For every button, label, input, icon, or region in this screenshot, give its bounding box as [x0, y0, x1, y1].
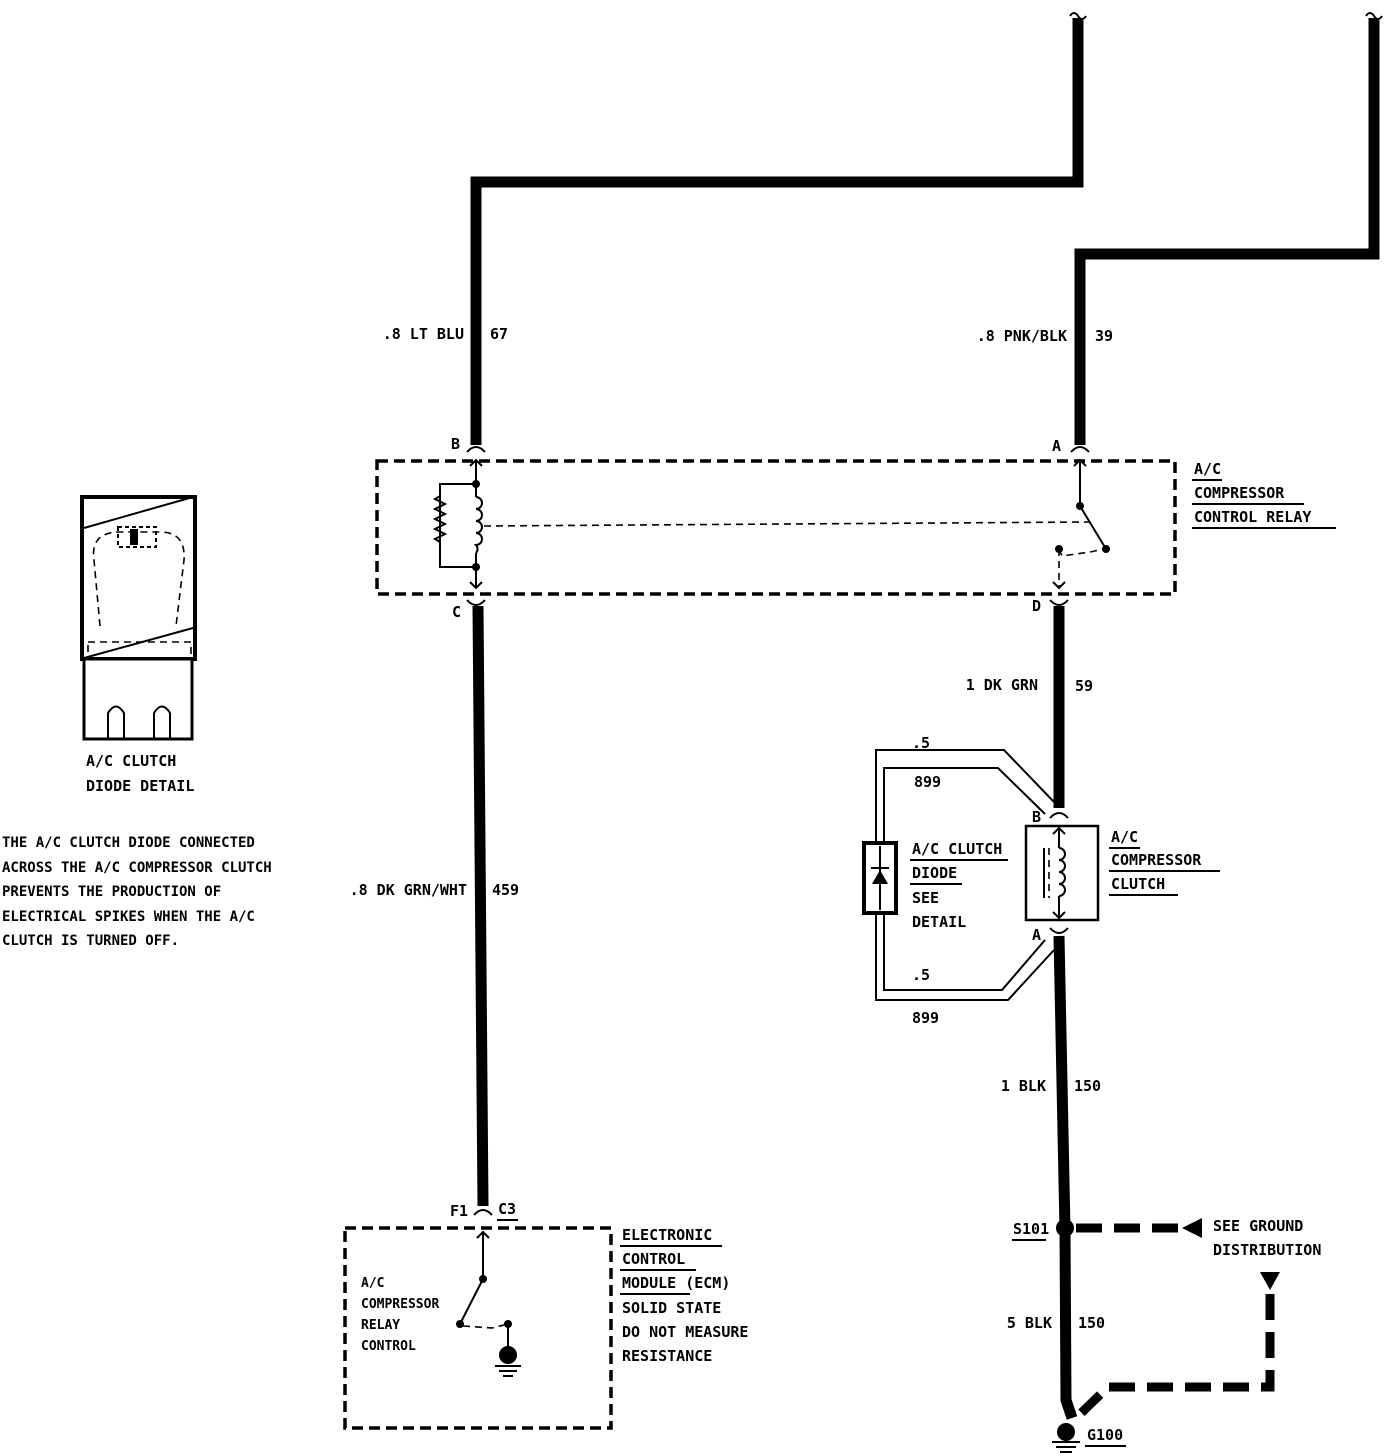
svg-text:MODULE (ECM): MODULE (ECM): [622, 1274, 730, 1292]
splice-label: S101: [1013, 1220, 1049, 1238]
svg-text:DISTRIBUTION: DISTRIBUTION: [1213, 1241, 1321, 1259]
diode-top-gauge: .5: [912, 734, 930, 752]
compressor-clutch: [1024, 812, 1100, 934]
ecm-pin: F1: [450, 1202, 468, 1220]
wire-459-label: .8 DK GRN/WHT: [350, 881, 467, 899]
relay-pin-d: D: [1032, 597, 1041, 615]
wire-39-circuit: 39: [1095, 327, 1113, 345]
svg-text:DIODE DETAIL: DIODE DETAIL: [86, 777, 194, 795]
ecm-module: [343, 1209, 613, 1430]
svg-text:CONTROL: CONTROL: [361, 1339, 416, 1354]
compressor-control-relay: [375, 446, 1177, 606]
relay-pin-c: C: [452, 603, 461, 621]
diode-top-circuit: 899: [914, 773, 941, 791]
wire-150a-circuit: 150: [1074, 1077, 1101, 1095]
svg-text:A/C CLUTCH: A/C CLUTCH: [912, 840, 1002, 858]
svg-text:CONTROL: CONTROL: [622, 1250, 685, 1268]
svg-text:A/C CLUTCH: A/C CLUTCH: [86, 752, 176, 770]
ac-clutch-diode: [862, 841, 898, 915]
svg-text:ELECTRICAL SPIKES WHEN THE A/C: ELECTRICAL SPIKES WHEN THE A/C: [2, 909, 255, 925]
svg-text:ACROSS THE A/C COMPRESSOR CLUT: ACROSS THE A/C COMPRESSOR CLUTCH: [2, 860, 272, 876]
svg-text:DIODE: DIODE: [912, 864, 957, 882]
detail-description: THE A/C CLUTCH DIODE CONNECTED ACROSS TH…: [2, 835, 272, 949]
diode-title: A/C CLUTCH DIODE SEE DETAIL: [910, 840, 1008, 931]
wire-150b-label: 5 BLK: [1007, 1314, 1052, 1332]
relay-pin-a: A: [1052, 437, 1061, 455]
wire-67-circuit: 67: [490, 325, 508, 343]
see-ground-distribution: SEE GROUND DISTRIBUTION: [1213, 1217, 1321, 1259]
svg-text:A/C: A/C: [1194, 460, 1221, 478]
diode-bottom-circuit: 899: [912, 1009, 939, 1027]
wire-150-blk: [1053, 935, 1078, 1420]
wire-39-label: .8 PNK/BLK: [977, 327, 1067, 345]
svg-text:RESISTANCE: RESISTANCE: [622, 1347, 712, 1365]
splice-s101: [1056, 1218, 1202, 1238]
ecm-internal-label: A/C COMPRESSOR RELAY CONTROL: [361, 1276, 439, 1354]
clutch-pin-a: A: [1032, 926, 1041, 944]
ecm-connector: C3: [498, 1200, 516, 1218]
wire-150b-circuit: 150: [1078, 1314, 1105, 1332]
svg-text:A/C: A/C: [1111, 828, 1138, 846]
svg-text:CONTROL RELAY: CONTROL RELAY: [1194, 508, 1311, 526]
svg-text:SOLID STATE: SOLID STATE: [622, 1299, 721, 1317]
svg-text:COMPRESSOR: COMPRESSOR: [1111, 851, 1202, 869]
svg-text:SEE: SEE: [912, 889, 939, 907]
wire-59-circuit: 59: [1075, 677, 1093, 695]
svg-text:RELAY: RELAY: [361, 1318, 400, 1333]
svg-text:PREVENTS THE PRODUCTION OF: PREVENTS THE PRODUCTION OF: [2, 884, 221, 900]
svg-text:THE A/C CLUTCH DIODE CONNECTED: THE A/C CLUTCH DIODE CONNECTED: [2, 835, 255, 851]
relay-title: A/C COMPRESSOR CONTROL RELAY: [1192, 460, 1336, 529]
wire-459-circuit: 459: [492, 881, 519, 899]
wire-150a-label: 1 BLK: [1001, 1077, 1046, 1095]
detail-caption: A/C CLUTCH DIODE DETAIL: [86, 752, 194, 795]
ecm-title: ELECTRONIC CONTROL MODULE (ECM) SOLID ST…: [620, 1226, 748, 1365]
relay-pin-b: B: [451, 435, 460, 453]
wire-459-dk-grn-wht: [472, 605, 489, 1207]
ground-g100: [1052, 1423, 1080, 1453]
svg-text:A/C: A/C: [361, 1276, 384, 1291]
svg-text:SEE GROUND: SEE GROUND: [1213, 1217, 1303, 1235]
svg-text:COMPRESSOR: COMPRESSOR: [1194, 484, 1285, 502]
svg-text:COMPRESSOR: COMPRESSOR: [361, 1297, 439, 1312]
svg-text:DO NOT MEASURE: DO NOT MEASURE: [622, 1323, 748, 1341]
diode-bottom-gauge: .5: [912, 966, 930, 984]
diode-wire-899: [875, 749, 1055, 1001]
clutch-title: A/C COMPRESSOR CLUTCH: [1109, 828, 1220, 896]
diode-detail-drawing: [80, 495, 197, 741]
wire-67-label: .8 LT BLU: [383, 325, 464, 343]
wire-67-lt-blu: [470, 12, 1087, 445]
wire-59-label: 1 DK GRN: [966, 676, 1038, 694]
ground-label: G100: [1087, 1426, 1123, 1444]
svg-text:ELECTRONIC: ELECTRONIC: [622, 1226, 712, 1244]
wire-39-pnk-blk: [1074, 12, 1383, 445]
svg-text:CLUTCH: CLUTCH: [1111, 875, 1165, 893]
svg-text:DETAIL: DETAIL: [912, 913, 966, 931]
clutch-pin-b: B: [1032, 808, 1041, 826]
ground-return-path: [1072, 1272, 1280, 1422]
svg-text:CLUTCH IS TURNED OFF.: CLUTCH IS TURNED OFF.: [2, 933, 179, 949]
